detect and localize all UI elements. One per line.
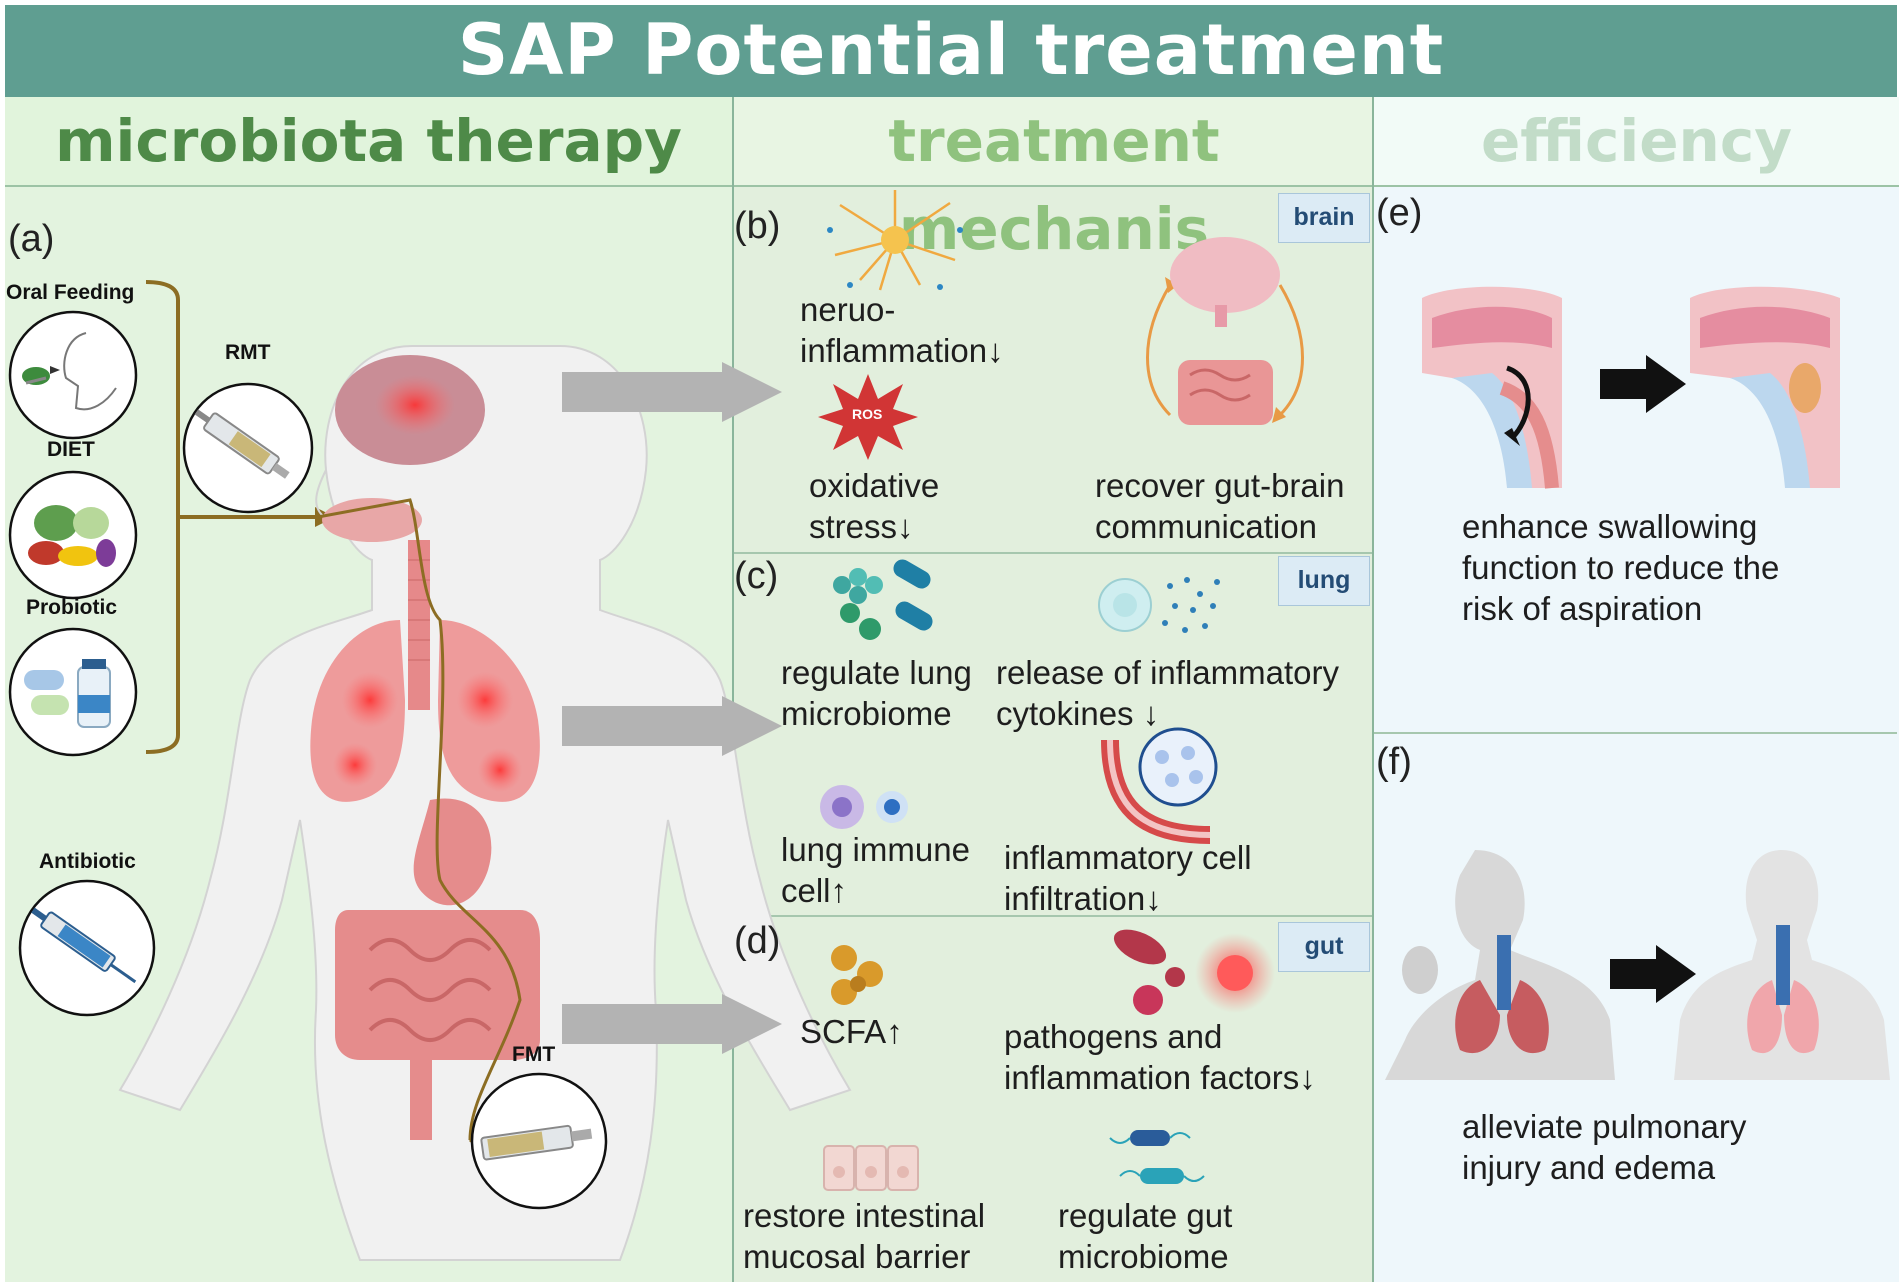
immune-cell-text: lung immune cell↑ bbox=[781, 831, 970, 909]
throat-after-icon bbox=[1690, 286, 1840, 488]
tag-brain: brain bbox=[1278, 193, 1370, 243]
panel-b-label: (b) bbox=[734, 205, 781, 247]
gut-brain-axis-icon bbox=[1146, 237, 1304, 425]
rmt-label: RMT bbox=[225, 341, 271, 364]
swallowing-text: enhance swallowing function to reduce th… bbox=[1462, 508, 1780, 627]
divider-b-c bbox=[734, 552, 1372, 554]
column-header-efficiency: efficiency bbox=[1374, 97, 1899, 187]
cytokines-text: release of inflammatory cytokines ↓ bbox=[996, 654, 1339, 732]
neuron-icon bbox=[827, 190, 963, 291]
diet-icon bbox=[8, 470, 138, 600]
lung-microbiome-icon bbox=[833, 559, 933, 640]
gut-bacteria-icon bbox=[1109, 1130, 1205, 1184]
arrow-to-gut-icon bbox=[562, 994, 782, 1054]
divider-c-d bbox=[734, 915, 1372, 917]
pathogen-icon bbox=[1113, 929, 1275, 1015]
panel-c-label: (c) bbox=[734, 555, 779, 597]
mucosal-barrier-text: restore intestinal mucosal barrier bbox=[743, 1197, 986, 1275]
tag-gut: gut bbox=[1278, 922, 1370, 972]
oral-feeding-icon bbox=[8, 310, 138, 440]
probiotic-icon bbox=[8, 627, 138, 757]
vessel-infiltration-icon bbox=[1101, 727, 1218, 844]
fmt-syringe-icon bbox=[470, 1072, 608, 1210]
column-header-treatment-mechanism: treatment mechanis bbox=[734, 97, 1374, 263]
pulmonary-text: alleviate pulmonary injury and edema bbox=[1462, 1108, 1747, 1186]
pathogens-text: pathogens and inflammation factors↓ bbox=[1004, 1018, 1316, 1096]
gut-brain-text: recover gut-brain communication bbox=[1095, 467, 1345, 545]
oxidative-stress-text: oxidative stress↓ bbox=[809, 467, 940, 545]
oral-feeding-label: Oral Feeding bbox=[6, 281, 135, 304]
scfa-text: SCFA↑ bbox=[800, 1013, 903, 1050]
mucosal-barrier-icon bbox=[823, 1145, 919, 1191]
ros-burst-icon bbox=[818, 374, 918, 460]
page-title: SAP Potential treatment bbox=[5, 5, 1897, 97]
column-header-microbiota-therapy: microbiota therapy bbox=[5, 97, 732, 187]
panel-f-label: (f) bbox=[1376, 741, 1412, 783]
scfa-molecule-icon bbox=[831, 945, 883, 1005]
cytokine-release-icon bbox=[1098, 577, 1220, 633]
probiotic-label: Probiotic bbox=[26, 596, 118, 619]
coughing-man-icon bbox=[1385, 850, 1615, 1080]
lung-microbiome-text: regulate lung microbiome bbox=[781, 654, 972, 732]
immune-cell-icon bbox=[820, 785, 908, 829]
panel-d-label: (d) bbox=[734, 920, 781, 962]
panel-e-label: (e) bbox=[1376, 192, 1423, 234]
diet-label: DIET bbox=[47, 438, 95, 461]
rmt-syringe-icon bbox=[182, 382, 314, 514]
panel-a-label: (a) bbox=[8, 218, 55, 260]
antibiotic-syringe-icon bbox=[18, 879, 156, 1017]
infiltration-text: inflammatory cell infiltration↓ bbox=[1004, 839, 1252, 917]
gut-microbiome-text: regulate gut microbiome bbox=[1058, 1197, 1233, 1275]
antibiotic-label: Antibiotic bbox=[39, 850, 136, 873]
throat-before-icon bbox=[1422, 286, 1562, 489]
arrow-to-lung-icon bbox=[562, 696, 782, 756]
arrow-to-brain-icon bbox=[562, 362, 782, 422]
fmt-label: FMT bbox=[512, 1043, 556, 1066]
arrow-right-icon bbox=[1600, 355, 1686, 413]
arrow-right-icon bbox=[1610, 945, 1696, 1003]
ros-badge-text: ROS bbox=[852, 406, 883, 422]
tag-lung: lung bbox=[1278, 556, 1370, 606]
divider-e-f bbox=[1374, 732, 1897, 734]
healthy-man-icon bbox=[1674, 850, 1890, 1080]
neuroinflammation-text: neruo- inflammation↓ bbox=[800, 291, 1004, 369]
